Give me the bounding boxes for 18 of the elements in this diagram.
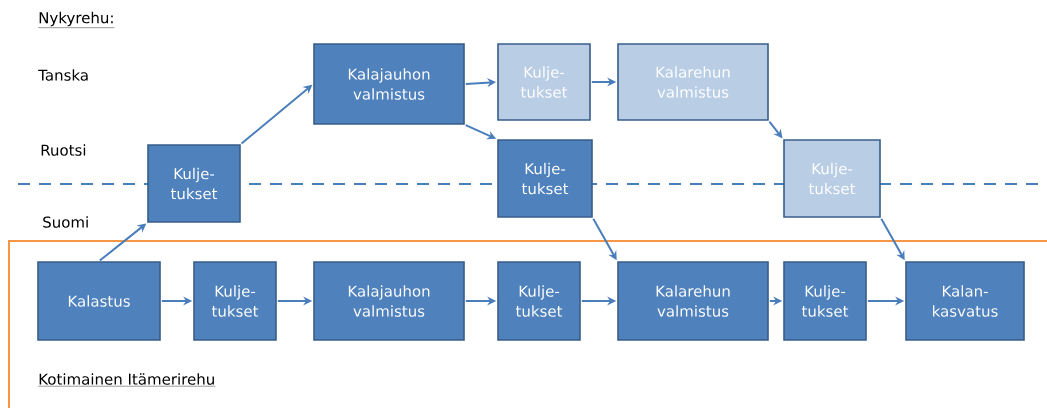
label: Ruotsi: [41, 144, 86, 156]
label: Nykyrehu:: [38, 11, 115, 28]
process-box: Kulje-tukset: [497, 43, 591, 121]
label: Suomi: [43, 216, 88, 228]
process-box: Kulje-tukset: [147, 144, 241, 223]
process-box: Kalarehun valmistus: [617, 261, 769, 341]
process-box: Kulje-tukset: [497, 139, 593, 218]
label: Kotimainen Itämerirehu: [38, 373, 216, 387]
process-box: Kulje-tukset: [783, 261, 867, 341]
process-box: Kulje-tukset: [783, 139, 881, 218]
process-box: Kalarehun valmistus: [617, 43, 769, 121]
label: Tanska: [38, 69, 88, 81]
process-box: Kulje-tukset: [193, 261, 277, 341]
process-box: Kulje-tukset: [497, 261, 581, 341]
process-box: Kalajauhon valmistus: [313, 261, 465, 341]
process-box: Kalan-kasvatus: [905, 261, 1025, 341]
process-box: Kalajauhon valmistus: [313, 43, 465, 125]
process-box: Kalastus: [37, 261, 161, 341]
